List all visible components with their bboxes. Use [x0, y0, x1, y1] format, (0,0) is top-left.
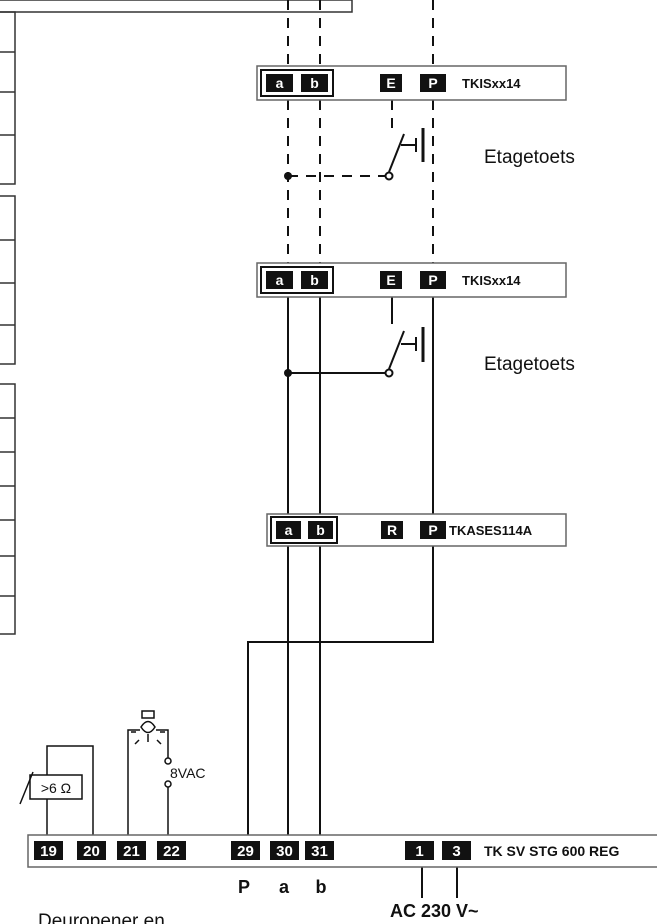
terminal-e-label: E: [386, 272, 395, 288]
terminal-p: [420, 521, 446, 539]
left-panel-box-1: [0, 11, 16, 185]
terminal-e-label: E: [386, 75, 395, 91]
module-type-label: TKASES114A: [449, 523, 533, 538]
terminal-b: [308, 521, 333, 539]
resistor-symbol: [19, 745, 94, 835]
module-1: a b E P TKISxx14: [256, 65, 567, 101]
terminal-p-label: P: [428, 522, 437, 538]
module-type-label: TKISxx14: [462, 273, 521, 288]
bus-label-b: b: [316, 877, 327, 897]
terminal-b: [301, 271, 328, 289]
floor-switch-1: [384, 128, 425, 181]
terminal-p-label: P: [428, 75, 437, 91]
terminal-p-label: P: [428, 272, 437, 288]
resistor-label: >6 Ω: [41, 780, 71, 796]
module-type-label: TKISxx14: [462, 76, 521, 91]
left-panel-box-3: [0, 383, 16, 635]
controller-module: 19 20 21 22 29 30 31 1 3 TK SV STG 600 R…: [27, 834, 657, 868]
floor-switch-2: [384, 327, 425, 378]
terminal-r-label: R: [387, 522, 397, 538]
terminal-1-label: 1: [415, 843, 423, 860]
junction-dot: [284, 172, 292, 180]
junction-dot: [284, 369, 292, 377]
floor-switch-2-label: Etagetoets: [484, 354, 575, 375]
power-label: AC 230 V~: [390, 901, 479, 921]
terminal-p: [420, 271, 446, 289]
terminal-19-label: 19: [40, 843, 57, 860]
lamp-voltage-label: 8VAC: [170, 765, 206, 781]
terminal-p: [420, 74, 446, 92]
terminal-e: [380, 74, 402, 92]
terminal-20-label: 20: [83, 843, 100, 860]
floor-switch-1-label: Etagetoets: [484, 147, 575, 168]
terminal-b-label: b: [310, 272, 319, 288]
module-2: a b E P TKISxx14: [256, 262, 567, 298]
terminal-a: [266, 74, 293, 92]
module-3: a b R P TKASES114A: [266, 513, 567, 547]
terminal-a-label: a: [276, 272, 284, 288]
terminal-22-label: 22: [163, 843, 180, 860]
left-panel: [0, 0, 353, 635]
terminal-a: [276, 521, 301, 539]
terminal-21-label: 21: [123, 843, 140, 860]
terminal-30-label: 30: [276, 843, 293, 860]
terminal-b: [301, 74, 328, 92]
bus-label-a: a: [279, 877, 290, 897]
terminal-b-label: b: [310, 75, 319, 91]
controller-type-label: TK SV STG 600 REG: [484, 843, 619, 859]
top-panel-frame: [0, 0, 353, 13]
left-panel-box-2: [0, 195, 16, 365]
terminal-r: [381, 521, 403, 539]
terminal-a-label: a: [276, 75, 284, 91]
terminal-b-label: b: [316, 522, 325, 538]
bus-label-p: P: [238, 877, 250, 897]
terminal-29-label: 29: [237, 843, 254, 860]
terminal-3-label: 3: [452, 843, 460, 860]
terminal-a: [266, 271, 293, 289]
dashed-bus: [287, 0, 434, 265]
terminal-31-label: 31: [311, 843, 328, 860]
terminal-e: [380, 271, 402, 289]
door-opener-label: Deuropener en: [38, 911, 165, 924]
solid-bus: [247, 297, 458, 898]
lamp-icon: [127, 710, 172, 835]
terminal-a-label: a: [285, 522, 293, 538]
